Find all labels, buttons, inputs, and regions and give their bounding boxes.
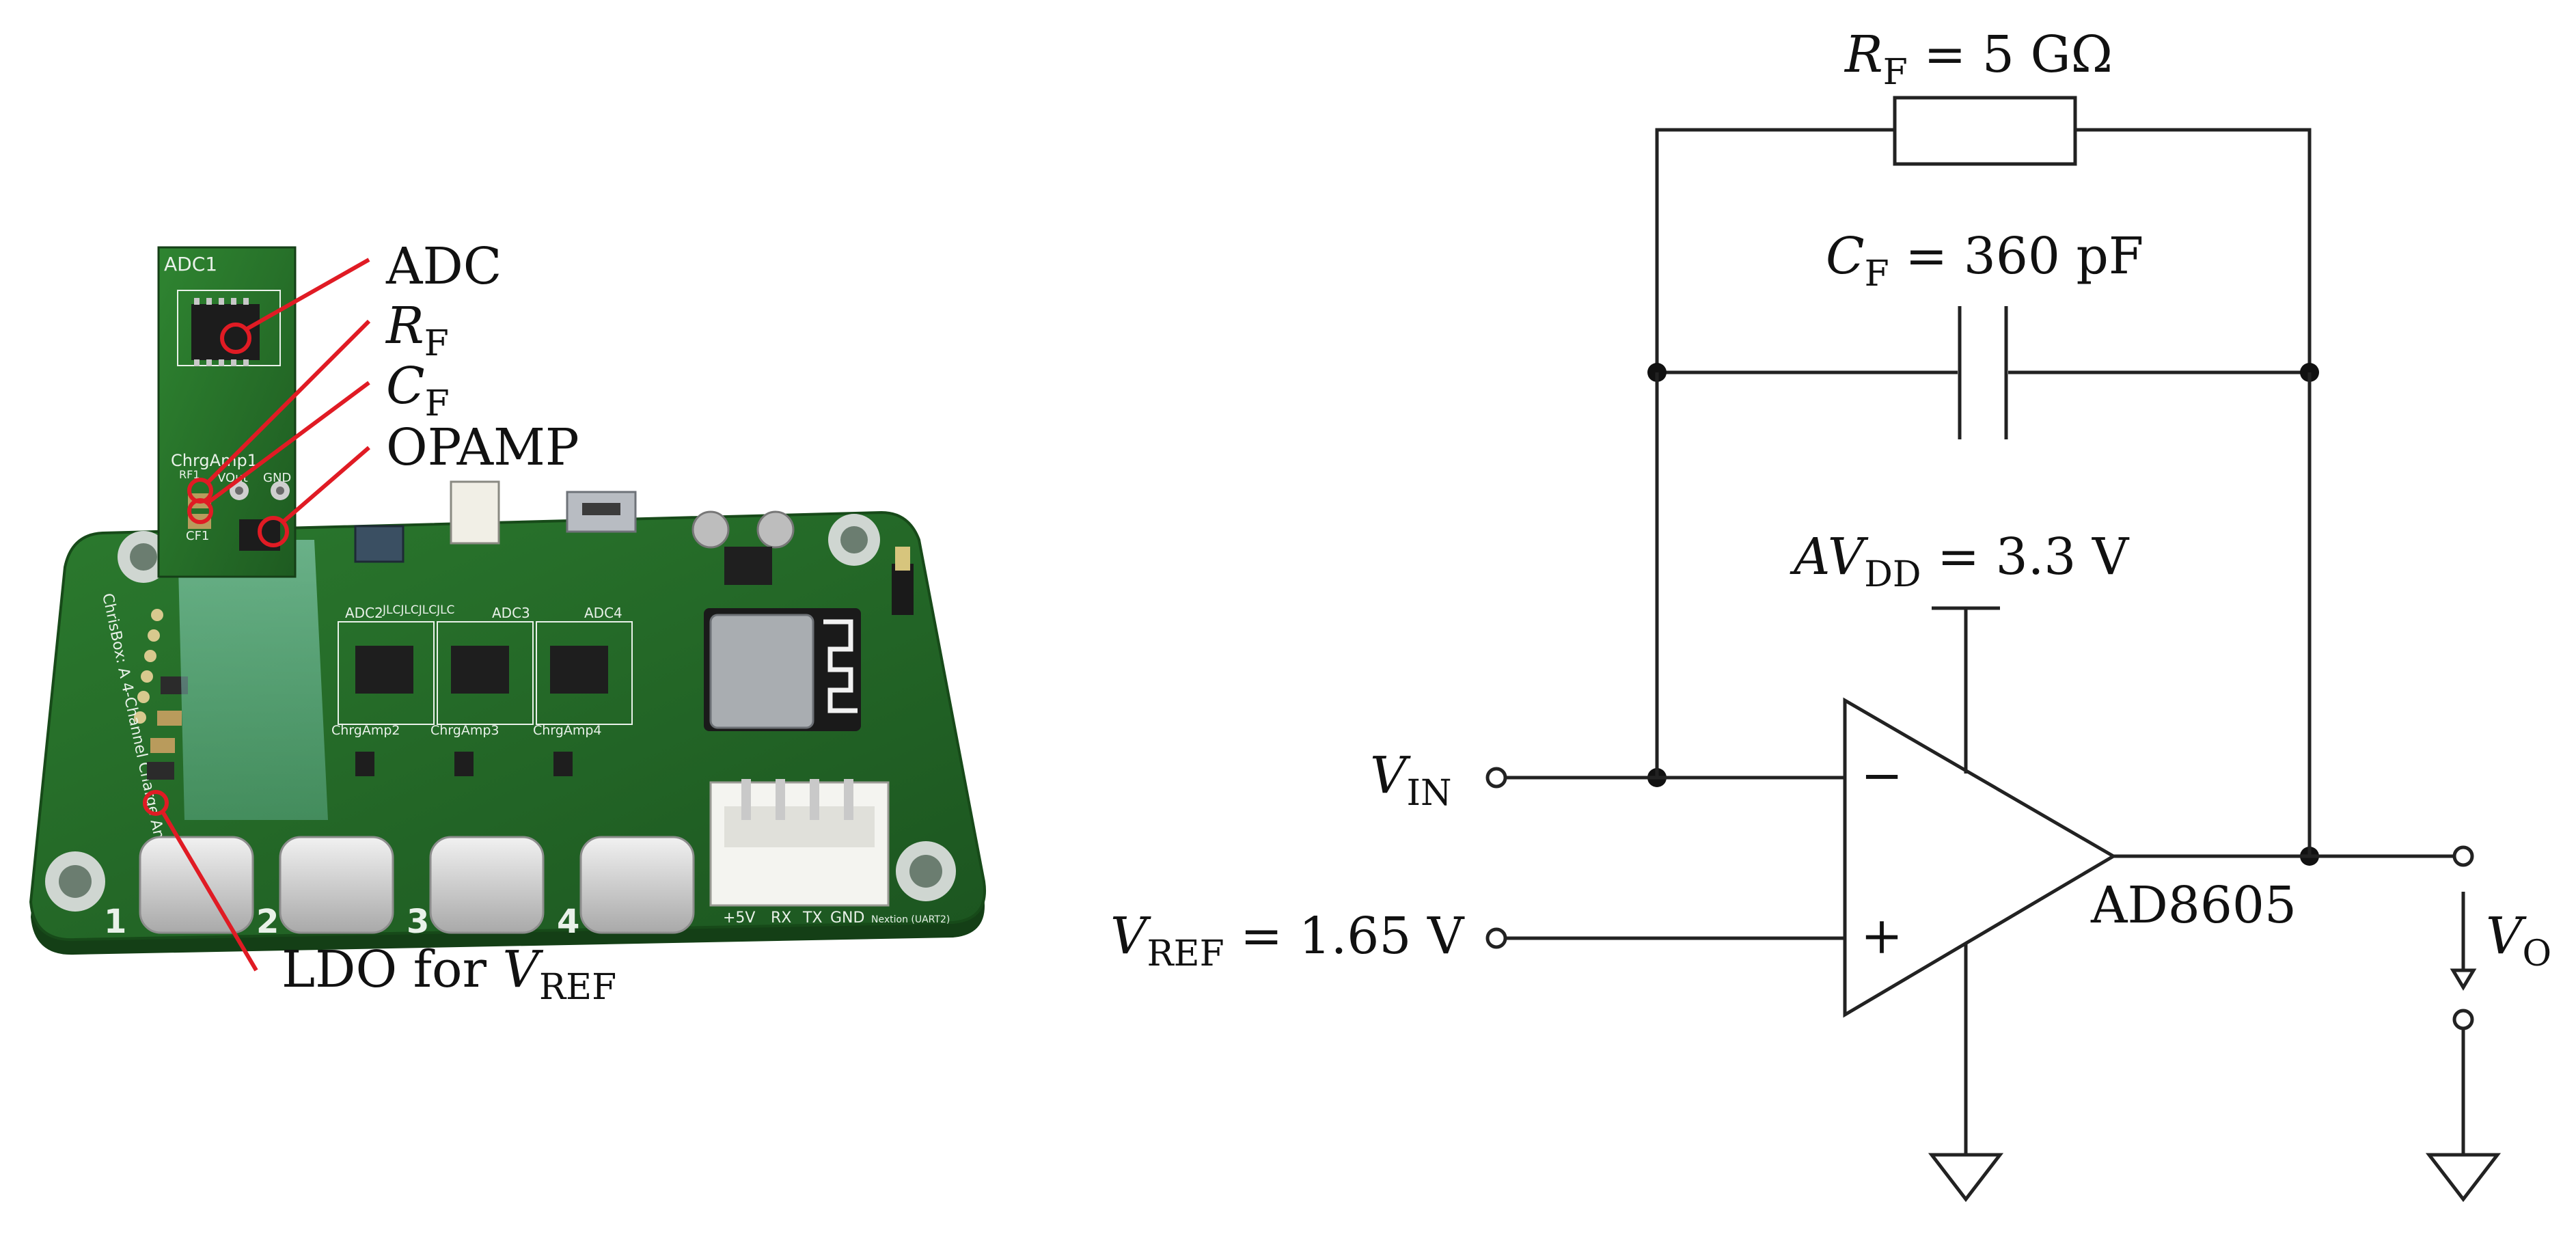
module-cf-ref: CF1: [186, 529, 209, 543]
adc-block-3: ADC3: [437, 605, 534, 725]
vin-label: VIN: [1370, 746, 1452, 814]
vo-arrow: [2450, 892, 2477, 991]
left-header-pads: [134, 609, 163, 724]
charge-amp-schematic: RF = 5 GΩ CF = 360 pF − + AVDD = 3.3 V A…: [1110, 25, 2551, 1203]
channel-blocks: JLCJLCJLCJLC ADC2 ADC3 ADC4 ChrgAmp2 Chr…: [331, 603, 633, 776]
vo-terminal-top: [2452, 845, 2474, 867]
callout-rf: RF: [385, 297, 449, 364]
wifi-module: [704, 608, 861, 731]
opamp-part-label: AD8605: [2090, 876, 2297, 935]
amp-label-2: ChrgAmp2: [331, 723, 400, 738]
callout-opamp: OPAMP: [386, 418, 579, 477]
connector-pin-gnd: GND: [830, 909, 864, 927]
ldo-marker: [143, 790, 169, 816]
module-title: ADC1: [164, 253, 217, 275]
feedback-resistor: [1655, 96, 2312, 372]
jlc-tag: JLCJLCJLCJLC: [382, 603, 454, 617]
ground-symbol-output: [2425, 1153, 2502, 1203]
callout-markers: [161, 258, 371, 972]
svg-text:ADC3: ADC3: [492, 605, 530, 621]
module-projection: [178, 540, 328, 820]
usb-number-2: 2: [256, 903, 279, 941]
vo-terminal-bottom: [2452, 1009, 2474, 1030]
vin-terminal: [1485, 767, 1507, 789]
opamp-minus: −: [1861, 746, 1903, 805]
connector-note: Nextion (UART2): [871, 914, 950, 925]
ground-symbol-opamp: [1928, 1153, 2004, 1203]
svg-text:ADC2: ADC2: [345, 605, 383, 621]
cf-label: CF = 360 pF: [1826, 227, 2143, 295]
usb-c-connectors: 1 2 3 4: [104, 836, 695, 941]
adc1-module: ADC1 ChrgAmp1 VOut GND RF1 CF1: [157, 246, 297, 578]
module-rf-ref: RF1: [179, 468, 200, 481]
module-pin-gnd: GND: [263, 471, 291, 485]
avdd-label: AVDD = 3.3 V: [1790, 528, 2130, 595]
vref-label: VREF = 1.65 V: [1110, 907, 1465, 974]
vref-terminal: [1485, 927, 1507, 949]
connector-pin-tx: TX: [802, 909, 823, 927]
usb-number-4: 4: [557, 903, 579, 941]
rf-label: RF = 5 GΩ: [1844, 25, 2113, 93]
amp-label-3: ChrgAmp3: [430, 723, 499, 738]
callout-ldo: LDO for VREF: [282, 940, 616, 1008]
connector-pin-rx: RX: [771, 909, 791, 927]
opamp-symbol: − +: [1843, 606, 2117, 1155]
top-components: [354, 480, 914, 615]
usb-number-1: 1: [104, 903, 126, 941]
svg-text:ADC4: ADC4: [584, 605, 622, 621]
adc-block-4: ADC4: [536, 605, 633, 725]
adc-block-2: ADC2: [338, 605, 435, 725]
amp-label-4: ChrgAmp4: [533, 723, 602, 738]
pcb-render: ChrisBox: A 4-Channel Charge Amplifier: [29, 237, 986, 1008]
vo-label: VO: [2486, 907, 2551, 974]
callout-cf: CF: [386, 357, 450, 424]
opamp-plus: +: [1861, 907, 1903, 966]
callout-adc: ADC: [385, 237, 502, 296]
mounting-holes: [45, 514, 956, 912]
usb-number-3: 3: [407, 903, 429, 941]
connector-pin-5v: +5V: [723, 909, 755, 927]
feedback-capacitor: [1657, 306, 2310, 439]
uart-connector: +5V RX TX GND Nextion (UART2): [709, 779, 950, 927]
module-channel-label: ChrgAmp1: [171, 451, 258, 470]
